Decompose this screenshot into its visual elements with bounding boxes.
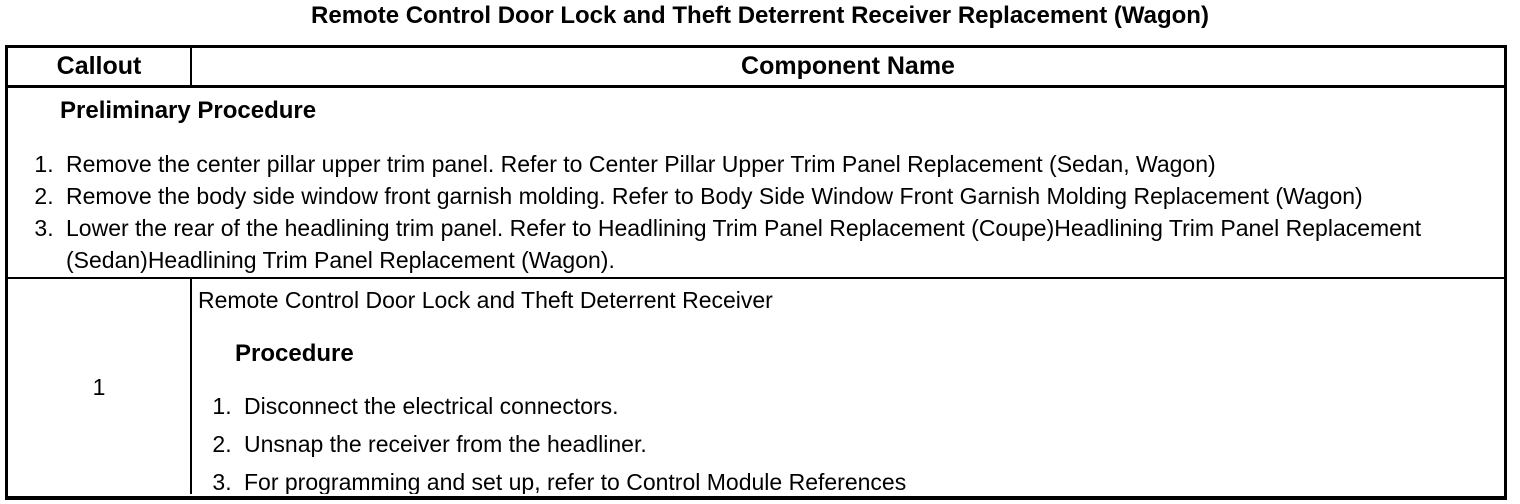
callout-column-header: Callout <box>8 48 192 85</box>
list-item: Lower the rear of the headlining trim pa… <box>60 212 1504 276</box>
list-item: Remove the body side window front garnis… <box>60 180 1504 212</box>
preliminary-steps-list: Remove the center pillar upper trim pane… <box>8 148 1504 276</box>
table-header-row: Callout Component Name <box>8 48 1504 88</box>
procedure-heading: Procedure <box>235 340 354 367</box>
list-item: For programming and set up, refer to Con… <box>238 469 1494 494</box>
component-table: Callout Component Name Preliminary Proce… <box>5 45 1507 500</box>
procedure-steps-list: Disconnect the electrical connectors. Un… <box>198 393 1494 494</box>
list-item: Unsnap the receiver from the headliner. <box>238 431 1494 457</box>
list-item: Disconnect the electrical connectors. <box>238 393 1494 419</box>
callout-cell: 1 <box>8 279 192 494</box>
component-name-column-header: Component Name <box>741 52 955 80</box>
component-cell: Remote Control Door Lock and Theft Deter… <box>192 279 1504 494</box>
component-name: Remote Control Door Lock and Theft Deter… <box>198 287 773 313</box>
table-row: 1 Remote Control Door Lock and Theft Det… <box>8 279 1504 494</box>
preliminary-procedure-heading: Preliminary Procedure <box>60 97 317 124</box>
callout-value: 1 <box>92 373 106 400</box>
list-item: Remove the center pillar upper trim pane… <box>60 148 1504 180</box>
page-title: Remote Control Door Lock and Theft Deter… <box>311 2 1209 29</box>
preliminary-procedure-row: Preliminary Procedure Remove the center … <box>8 88 1504 279</box>
